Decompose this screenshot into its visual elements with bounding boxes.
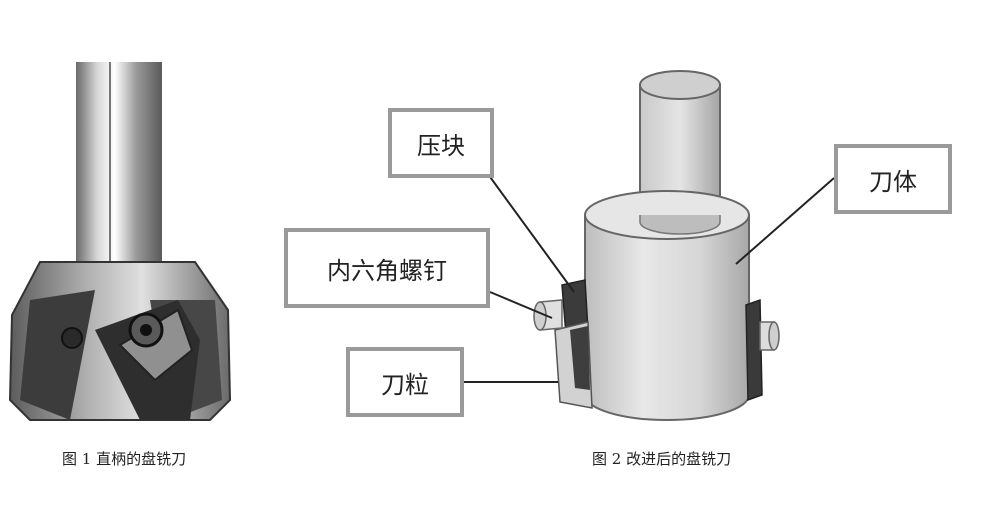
figure2-caption: 图 2 改进后的盘铣刀 bbox=[592, 450, 732, 468]
label-insert: 刀粒 bbox=[346, 347, 464, 417]
label-hex-screw: 内六角螺钉 bbox=[284, 228, 490, 308]
figure1-caption: 图 1 直柄的盘铣刀 bbox=[62, 450, 187, 468]
model-right-block bbox=[745, 298, 763, 402]
label-press-block: 压块 bbox=[388, 108, 494, 178]
model-body bbox=[584, 214, 750, 421]
label-body: 刀体 bbox=[834, 144, 952, 214]
mill-shank bbox=[76, 62, 162, 262]
improved-mill-model bbox=[533, 70, 780, 421]
leader-body bbox=[735, 177, 835, 265]
flute-left bbox=[20, 290, 95, 420]
leader-press-block bbox=[484, 169, 575, 293]
straight-shank-mill-image bbox=[8, 62, 232, 421]
mill-small-screw bbox=[61, 327, 83, 349]
leader-hex-screw bbox=[489, 291, 553, 319]
